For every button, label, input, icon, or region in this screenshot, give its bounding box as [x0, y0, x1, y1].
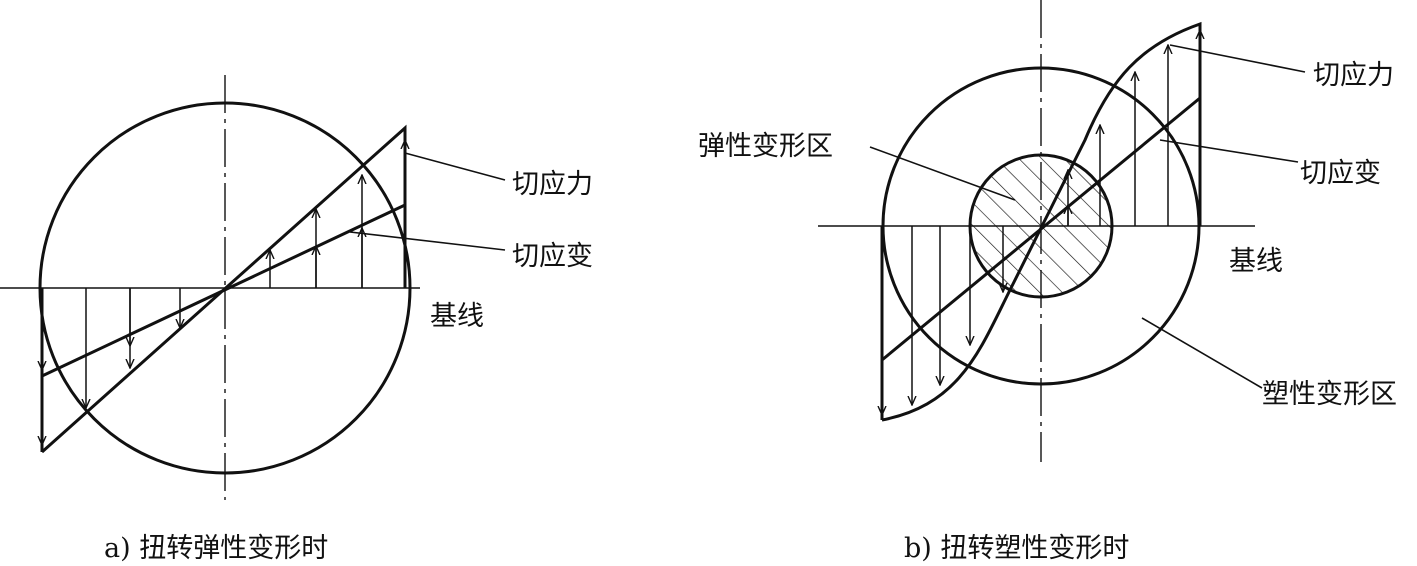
- stress-arrows-down-b: [882, 226, 1003, 415]
- caption-b: b) 扭转塑性变形时: [904, 533, 1129, 564]
- shear-strain-line-b: [881, 96, 1201, 362]
- label-shear-strain-b: 切应变: [1300, 158, 1381, 189]
- label-shear-stress-b: 切应力: [1313, 60, 1394, 91]
- shear-strain-line-a: [41, 203, 406, 378]
- label-plastic-zone: 塑性变形区: [1262, 379, 1397, 410]
- stress-arrows-down-a: [42, 288, 180, 445]
- stress-arrows-up-b: [1068, 30, 1200, 226]
- stress-arrows-up-a: [270, 140, 405, 288]
- caption-a: a) 扭转弹性变形时: [104, 533, 328, 564]
- label-shear-strain-a: 切应变: [512, 241, 593, 272]
- panel-a-elastic: 切应力 切应变 基线 a) 扭转弹性变形时: [0, 75, 593, 564]
- shear-stress-curve-b: [881, 21, 1202, 422]
- label-baseline-a: 基线: [430, 301, 484, 332]
- label-shear-stress-a: 切应力: [512, 169, 593, 200]
- label-baseline-b: 基线: [1229, 246, 1283, 277]
- label-elastic-zone: 弹性变形区: [698, 131, 833, 162]
- panel-b-plastic: 切应力 切应变 基线 弹性变形区 塑性变形区 b) 扭转塑性变形时: [698, 0, 1397, 564]
